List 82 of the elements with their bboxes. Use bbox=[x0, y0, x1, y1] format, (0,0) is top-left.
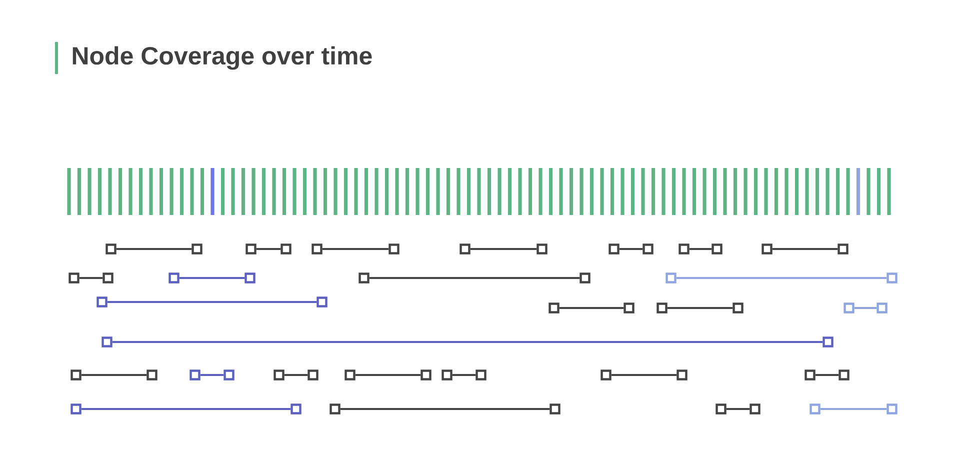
interval-marker bbox=[102, 336, 112, 348]
interval-marker bbox=[838, 244, 848, 254]
interval-line bbox=[79, 277, 103, 279]
interval-line bbox=[355, 374, 421, 376]
interval-line bbox=[322, 248, 389, 250]
interval-marker bbox=[106, 244, 116, 254]
interval-marker bbox=[656, 302, 668, 314]
interval-marker bbox=[476, 370, 486, 380]
interval-marker bbox=[886, 404, 898, 414]
interval-marker bbox=[548, 302, 560, 314]
interval-marker bbox=[358, 272, 370, 284]
interval-marker bbox=[844, 302, 854, 314]
interval-marker bbox=[68, 272, 80, 284]
interval-line bbox=[772, 248, 838, 250]
interval-marker bbox=[762, 244, 772, 254]
interval-line bbox=[81, 408, 291, 410]
interval-marker bbox=[70, 370, 82, 380]
interval-line bbox=[179, 277, 245, 279]
interval-marker bbox=[312, 244, 322, 254]
interval-marker bbox=[280, 244, 292, 254]
interval-marker bbox=[676, 370, 688, 380]
interval-marker bbox=[224, 370, 234, 380]
interval-line bbox=[470, 248, 537, 250]
interval-marker bbox=[550, 404, 560, 414]
interval-marker bbox=[838, 370, 850, 380]
interval-line bbox=[619, 248, 643, 250]
interval-marker bbox=[536, 244, 548, 254]
interval-line bbox=[559, 307, 624, 309]
interval-marker bbox=[420, 370, 432, 380]
interval-line bbox=[81, 374, 147, 376]
interval-marker bbox=[442, 370, 452, 380]
interval-marker bbox=[678, 244, 690, 254]
interval-marker bbox=[750, 404, 760, 414]
interval-line bbox=[112, 341, 823, 343]
interval-marker bbox=[580, 272, 590, 284]
interval-marker bbox=[460, 244, 470, 254]
interval-line bbox=[107, 301, 317, 303]
interval-marker bbox=[190, 370, 200, 380]
interval-line bbox=[854, 307, 877, 309]
interval-marker bbox=[732, 302, 744, 314]
interval-marker bbox=[642, 244, 654, 254]
interval-line bbox=[667, 307, 733, 309]
interval-marker bbox=[96, 296, 108, 308]
interval-marker bbox=[886, 272, 898, 284]
interval-line bbox=[200, 374, 224, 376]
interval-marker bbox=[308, 370, 318, 380]
interval-marker bbox=[168, 272, 180, 284]
interval-line bbox=[611, 374, 677, 376]
interval-line bbox=[820, 408, 887, 410]
interval-marker bbox=[822, 336, 834, 348]
interval-marker bbox=[246, 244, 256, 254]
interval-line bbox=[689, 248, 712, 250]
interval-marker bbox=[624, 302, 634, 314]
interval-marker bbox=[330, 404, 340, 414]
interval-marker bbox=[608, 244, 620, 254]
interval-marker bbox=[712, 244, 722, 254]
interval-line bbox=[726, 408, 750, 410]
interval-marker bbox=[600, 370, 612, 380]
interval-marker bbox=[316, 296, 328, 308]
interval-line bbox=[284, 374, 308, 376]
interval-line bbox=[116, 248, 192, 250]
interval-marker bbox=[666, 272, 676, 284]
interval-line bbox=[676, 277, 887, 279]
interval-line bbox=[369, 277, 580, 279]
interval-line bbox=[452, 374, 476, 376]
interval-marker bbox=[716, 404, 726, 414]
interval-marker bbox=[244, 272, 256, 284]
title: Node Coverage over time bbox=[72, 46, 372, 70]
interval-marker bbox=[70, 404, 82, 414]
interval-marker bbox=[290, 404, 302, 414]
interval-marker bbox=[192, 244, 202, 254]
interval-marker bbox=[804, 370, 816, 380]
interval-marker bbox=[146, 370, 158, 380]
interval-line bbox=[815, 374, 839, 376]
interval-marker bbox=[388, 244, 400, 254]
interval-marker bbox=[274, 370, 284, 380]
interval-line bbox=[340, 408, 550, 410]
interval-marker bbox=[102, 272, 114, 284]
interval-marker bbox=[344, 370, 356, 380]
interval-marker bbox=[810, 404, 820, 414]
interval-marker bbox=[876, 302, 888, 314]
interval-line bbox=[256, 248, 281, 250]
